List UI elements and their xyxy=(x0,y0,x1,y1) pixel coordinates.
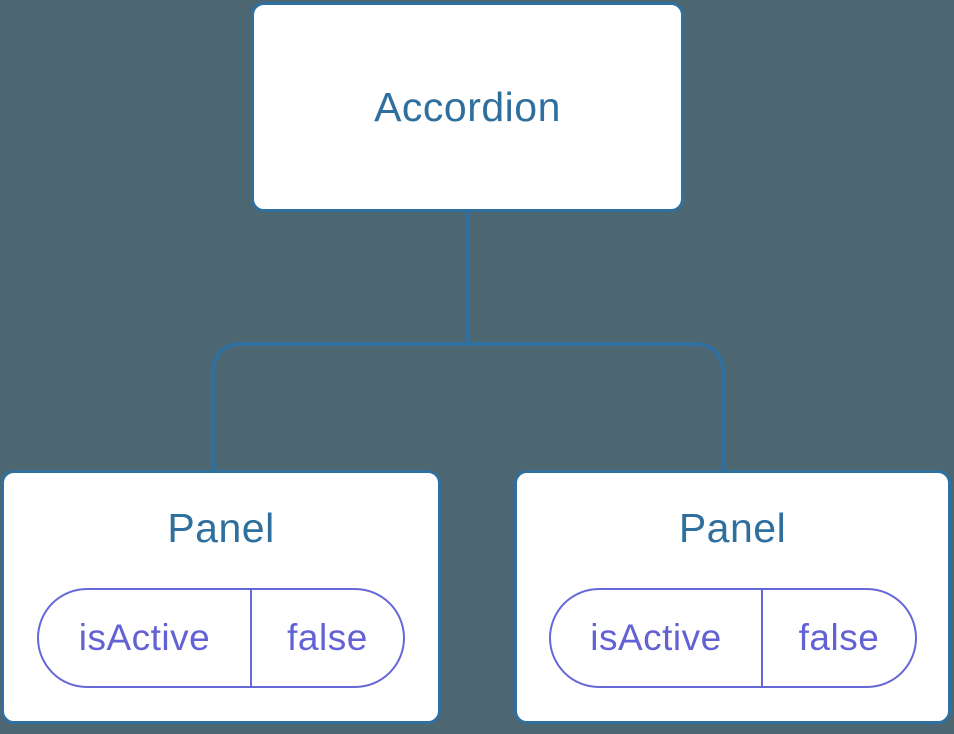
accordion-node-label: Accordion xyxy=(374,83,561,130)
state-pill: isActive false xyxy=(548,588,917,689)
state-value: false xyxy=(798,617,880,659)
panel-node-left: Panel isActive false xyxy=(1,470,441,724)
state-key: isActive xyxy=(39,590,252,687)
state-key: isActive xyxy=(551,590,764,687)
panel-node-label: Panel xyxy=(678,505,787,551)
panel-node-label: Panel xyxy=(167,505,275,551)
accordion-node: Accordion xyxy=(251,2,684,212)
tree-branch-bracket xyxy=(211,342,725,470)
tree-stem-connector xyxy=(466,210,470,346)
state-pill: isActive false xyxy=(37,588,405,689)
state-value: false xyxy=(287,617,368,659)
panel-node-right: Panel isActive false xyxy=(514,470,951,724)
